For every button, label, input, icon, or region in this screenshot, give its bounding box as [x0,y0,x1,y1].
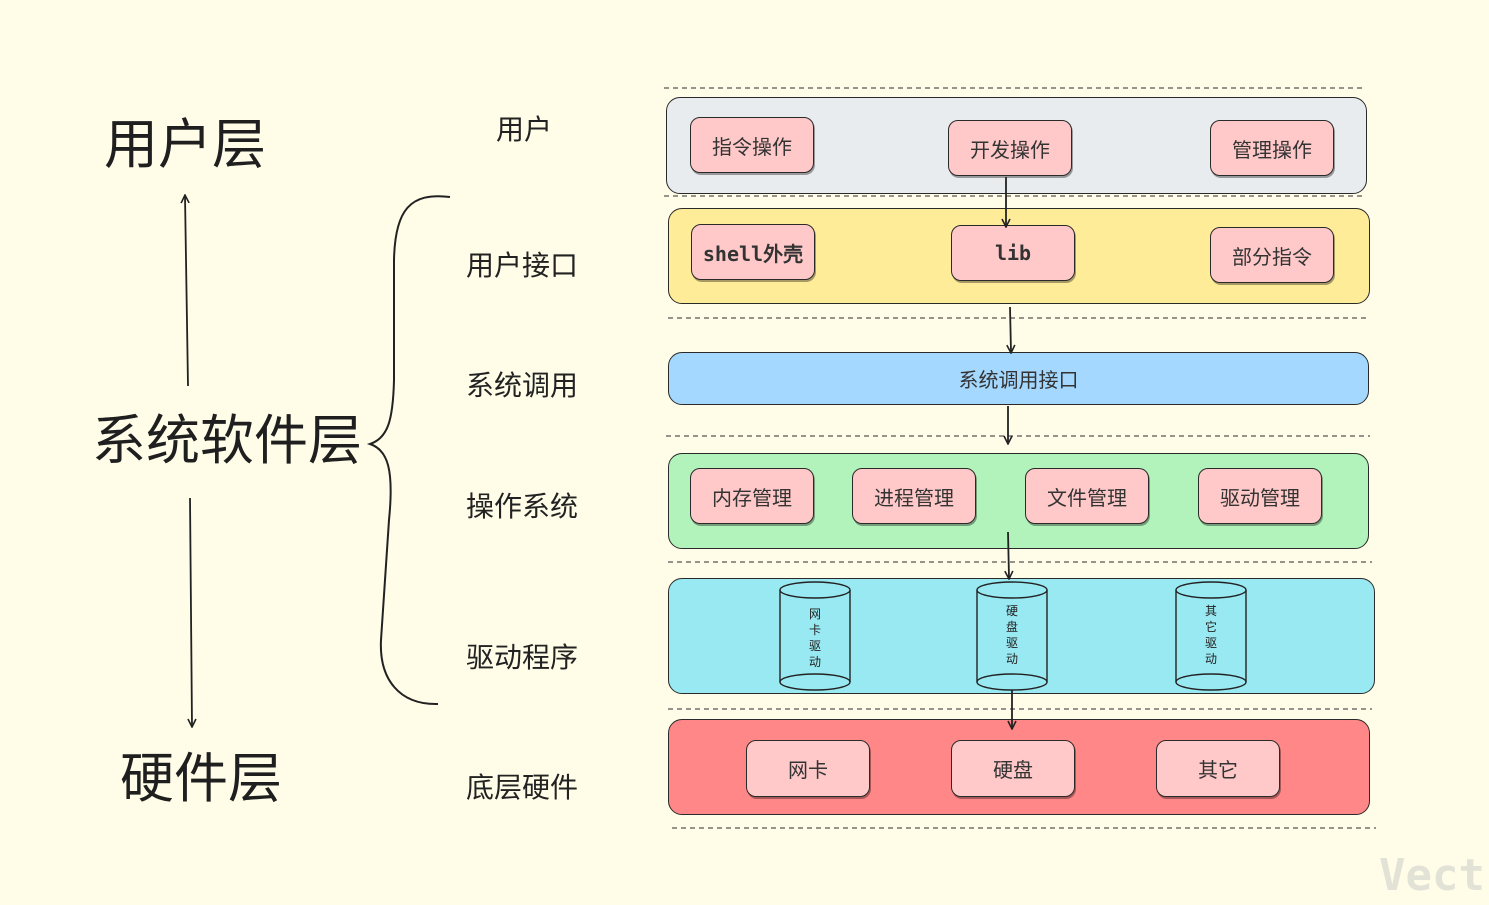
chip-shell: shell外壳 [691,224,815,280]
chip-process-management: 进程管理 [852,468,976,524]
chip-partial-commands: 部分指令 [1210,227,1334,283]
cylinder-other-driver [1175,581,1247,691]
cylinder-disk-driver [976,581,1048,691]
watermark: Vect [1379,850,1485,901]
row-label-syscall: 系统调用 [466,369,579,402]
dashed-separators [664,87,1376,829]
chip-dev-operation: 开发操作 [948,120,1072,176]
row-label-user: 用户 [496,113,553,146]
cylinder-label-disk-driver: 硬盘驱动 [1005,604,1018,666]
arrow-os-to-driver [1008,531,1009,578]
arrow-down-to-hardware-layer [190,497,192,726]
system-software-layer-label: 系统软件层 [92,409,362,472]
syscall-band: 系统调用接口 [668,352,1369,405]
chip-driver-management: 驱动管理 [1198,468,1322,524]
cylinder-label-nic-driver: 网卡驱动 [808,607,821,669]
row-label-os: 操作系统 [466,490,579,523]
chip-file-management: 文件管理 [1025,468,1149,524]
arrow-up-to-user-layer [185,196,188,387]
row-label-hardware: 底层硬件 [466,771,579,804]
arrow-interface-to-syscall [1010,306,1011,352]
cylinder-label-other-driver: 其它驱动 [1204,604,1217,666]
chip-disk: 硬盘 [951,740,1075,797]
chip-memory-management: 内存管理 [690,468,814,524]
curly-brace [366,195,451,706]
chip-admin-operation: 管理操作 [1210,120,1334,176]
syscall-interface-label: 系统调用接口 [958,368,1079,392]
chip-command-operation: 指令操作 [690,117,814,173]
chip-other: 其它 [1156,740,1280,797]
hardware-layer-label: 硬件层 [120,747,282,810]
cylinder-nic-driver [779,581,851,691]
chip-lib: lib [951,225,1075,281]
user-layer-label: 用户层 [104,113,266,176]
chip-nic: 网卡 [746,740,870,797]
row-label-driver: 驱动程序 [466,641,579,674]
row-label-user-interface: 用户接口 [466,249,579,282]
